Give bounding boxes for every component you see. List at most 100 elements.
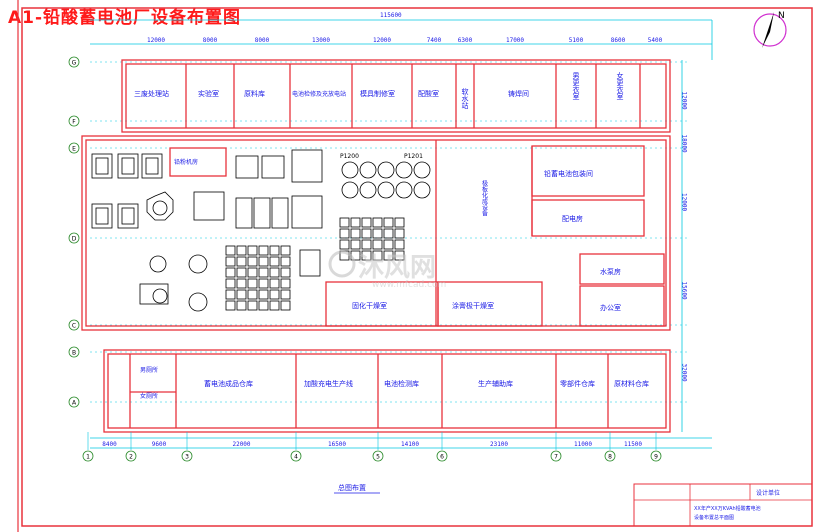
bottom-dim: 16500 xyxy=(328,441,346,448)
axis-column-9: 9 xyxy=(650,432,662,462)
bottom-dim: 9600 xyxy=(152,441,167,448)
right-dim: 12000 xyxy=(681,193,688,211)
right-dim: 12000 xyxy=(681,92,688,110)
tank-cell xyxy=(247,256,258,267)
tank-cell xyxy=(258,245,269,256)
tank-cell xyxy=(269,267,280,278)
equipment-boxes xyxy=(91,149,323,305)
axis-row-label: E xyxy=(72,146,76,153)
axis-column-label: 6 xyxy=(440,454,444,461)
watermark-cn: 沐风网 xyxy=(358,253,436,283)
bottom-dim: 11500 xyxy=(624,441,642,448)
axis-row-F: F xyxy=(68,115,80,127)
tank-cell xyxy=(236,267,247,278)
tank-cell xyxy=(350,217,361,228)
tank-cell xyxy=(236,278,247,289)
tank-cell xyxy=(247,267,258,278)
axis-row-C: C xyxy=(68,319,80,331)
axis-column-label: 9 xyxy=(654,454,658,461)
room-aux-storage: 生产辅助库 xyxy=(478,379,513,388)
room-acid-mixing: 配酸室 xyxy=(418,89,439,98)
tank-cell xyxy=(372,228,383,239)
top-dim: 13000 xyxy=(312,37,330,44)
axis-column-label: 4 xyxy=(294,454,298,461)
tank-cell xyxy=(225,300,236,311)
room-battery-service: 电池检修及充放电站 xyxy=(292,90,346,98)
room-office: 办公室 xyxy=(600,303,621,312)
bottom-dim: 22000 xyxy=(232,441,250,448)
axis-row-label: D xyxy=(72,236,77,243)
axis-row-D: D xyxy=(68,232,80,244)
tank-cell xyxy=(225,289,236,300)
title-block-line2: 设备布置总平面图 xyxy=(694,514,734,521)
room-power: 配电房 xyxy=(562,214,583,223)
room-mold-repair: 模具制修室 xyxy=(360,89,395,98)
watermark-url: www.mfcad.com xyxy=(372,280,446,290)
tank-cell xyxy=(225,256,236,267)
top-dim: 5400 xyxy=(648,37,663,44)
tank-cell xyxy=(225,267,236,278)
tank-cell xyxy=(383,239,394,250)
room-lab: 实验室 xyxy=(198,89,219,98)
bottom-dim: 8400 xyxy=(102,441,117,448)
axis-row-G: G xyxy=(68,56,80,68)
title-block: 设计单位 XX年产XX万KVAh铅酸蓄电池 设备布置总平面图 xyxy=(633,483,813,527)
room-battery-test: 电池检测库 xyxy=(384,379,419,388)
tank-cell xyxy=(280,267,291,278)
equipment-p1: P1200 xyxy=(340,153,359,160)
room-finished-warehouse: 蓄电池成品仓库 xyxy=(204,379,253,388)
tank-cell xyxy=(339,228,350,239)
room-men-toilet: 男厕所 xyxy=(140,366,158,374)
tank-cell xyxy=(236,300,247,311)
right-dim: 15600 xyxy=(681,282,688,300)
axis-column-label: 1 xyxy=(86,454,90,461)
title-block-line1: XX年产XX万KVAh铅酸蓄电池 xyxy=(694,505,761,512)
tank-cell xyxy=(350,228,361,239)
axis-column-5: 5 xyxy=(372,432,384,462)
tank-cell xyxy=(394,228,405,239)
tank-cell xyxy=(280,289,291,300)
axis-row-A: A xyxy=(68,396,80,408)
tank-cell xyxy=(269,245,280,256)
room-waste-treatment: 三废处理站 xyxy=(134,89,169,98)
walls xyxy=(81,59,671,433)
tank-cell xyxy=(394,217,405,228)
top-dim: 8600 xyxy=(611,37,626,44)
tank-cell xyxy=(225,245,236,256)
room-labels: 三废处理站 实验室 原料库 电池检修及充放电站 模具制修室 配酸室 软水站 铸焊… xyxy=(134,71,649,400)
axis-column-2: 2 xyxy=(125,432,137,462)
room-men-changing: 男更衣室 xyxy=(572,72,580,100)
tank-cell xyxy=(372,217,383,228)
north-arrow-icon: N xyxy=(753,11,787,48)
axis-column-label: 7 xyxy=(554,454,558,461)
top-dim: 6300 xyxy=(458,37,473,44)
room-parts-warehouse: 零部件仓库 xyxy=(560,379,595,388)
axis-column-label: 3 xyxy=(185,454,189,461)
tank-cell xyxy=(225,278,236,289)
tank-cell xyxy=(269,300,280,311)
axis-row-B: B xyxy=(68,346,80,358)
tank-cell xyxy=(269,278,280,289)
grid-lines xyxy=(90,61,690,403)
drawing-title: A1-铅酸蓄电池厂设备布置图 xyxy=(8,8,242,28)
room-packaging: 铅蓄电池包装间 xyxy=(544,169,593,178)
tank-cell xyxy=(236,256,247,267)
room-casting-welding: 铸焊间 xyxy=(508,89,529,98)
tank-cell xyxy=(280,300,291,311)
tank-cell xyxy=(269,289,280,300)
tank-cell xyxy=(280,256,291,267)
room-women-toilet: 女厕所 xyxy=(140,392,158,400)
top-total-dim: 115600 xyxy=(380,12,402,19)
tank-cell xyxy=(258,256,269,267)
axis-column-6: 6 xyxy=(436,432,448,462)
tank-cell xyxy=(383,217,394,228)
tank-cell xyxy=(339,217,350,228)
right-dim: 32000 xyxy=(681,364,688,382)
axis-column-label: 2 xyxy=(129,454,133,461)
tank-cell xyxy=(361,239,372,250)
right-dim: 18000 xyxy=(681,135,688,153)
north-label: N xyxy=(778,11,785,21)
axis-row-label: F xyxy=(72,119,76,126)
